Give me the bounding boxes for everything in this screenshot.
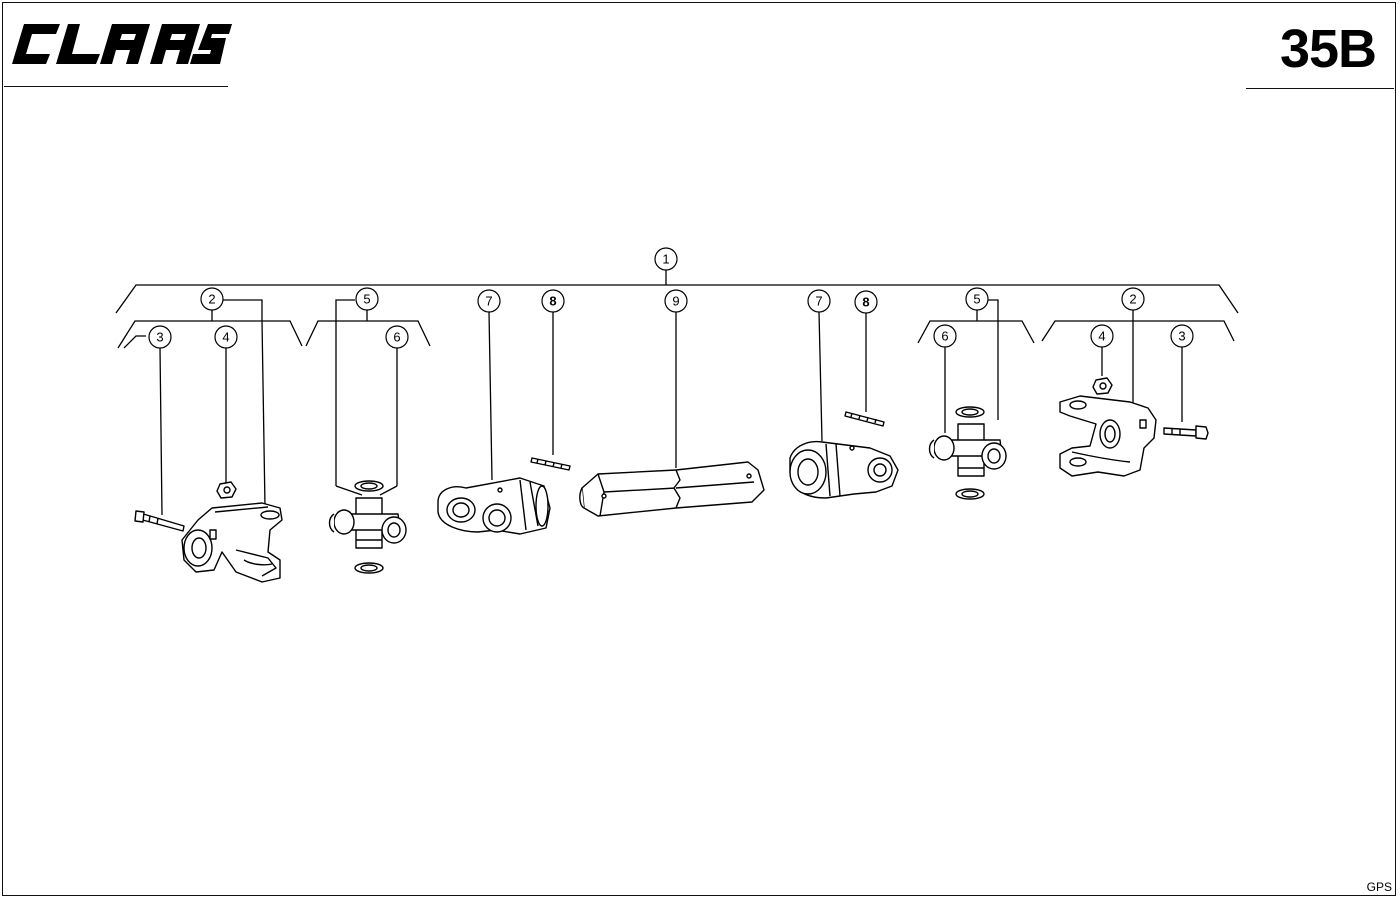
callout-6-right: 6 <box>941 329 948 344</box>
cross-spider-left <box>328 480 407 574</box>
callout-5-left: 5 <box>363 292 370 307</box>
page-number: 35B <box>1279 19 1377 79</box>
callout-3-right: 3 <box>1178 329 1185 344</box>
yoke-left <box>181 502 283 583</box>
header-rule-right <box>1246 88 1394 89</box>
bolt-right <box>1163 425 1209 440</box>
callout-7-right: 7 <box>815 294 822 309</box>
bracket-cross-left <box>305 320 431 347</box>
profile-tube <box>579 461 765 517</box>
cross-spider-right <box>928 406 1007 500</box>
bolt-left <box>134 510 185 532</box>
callout-5-right: 5 <box>973 292 980 307</box>
yoke-right <box>1059 395 1157 477</box>
callout-8-right: 8 <box>862 295 869 310</box>
footer-code: GPS <box>1366 880 1392 894</box>
callout-3-left: 3 <box>156 330 163 345</box>
callout-2-left: 2 <box>208 292 215 307</box>
nut-right <box>1092 377 1113 395</box>
tube-yoke-right <box>789 440 899 499</box>
bracket-assembly <box>115 284 1239 314</box>
callout-8-left: 8 <box>549 294 556 309</box>
header-rule-left <box>4 86 228 87</box>
callout-9: 9 <box>672 294 679 309</box>
claas-logo <box>12 24 232 64</box>
bracket-yoke-left <box>117 320 303 349</box>
nut-left <box>216 481 237 499</box>
callout-4-left: 4 <box>222 330 229 345</box>
bracket-cross-right <box>917 320 1035 344</box>
tube-yoke-left <box>437 477 551 535</box>
roll-pin-right <box>844 411 885 427</box>
callout-6-left: 6 <box>393 330 400 345</box>
callout-7-left: 7 <box>485 294 492 309</box>
callout-1: 1 <box>662 252 669 267</box>
callout-2-right: 2 <box>1129 292 1136 307</box>
callout-4-right: 4 <box>1098 329 1105 344</box>
roll-pin-left <box>530 457 571 471</box>
bracket-yoke-right <box>1041 320 1235 342</box>
